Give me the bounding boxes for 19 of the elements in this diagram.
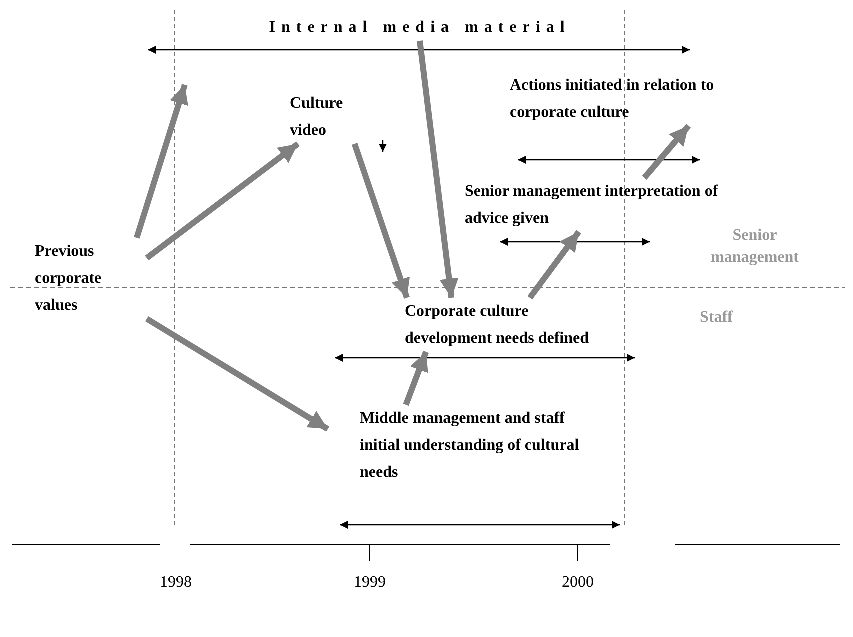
arrow [417,40,459,298]
arrow [352,143,410,299]
year-label: 2000 [561,573,595,593]
year-label: 1998 [159,573,193,593]
arrow [145,316,330,432]
arrow [403,350,429,406]
region-label: Staff [700,308,734,328]
node-text: Corporate culture development needs defined [405,298,617,352]
arrow [528,230,582,300]
arrow [642,124,692,180]
node-text: Internal media material [150,14,690,41]
node-text: Actions initiated in relation to corporate culture [510,72,755,126]
region-label: Senior management [710,226,800,268]
arrow [134,84,188,239]
year-label: 1999 [353,573,387,593]
arrow [145,142,300,261]
node-text: Middle management and staff initial understanding of cultural needs [328,405,580,486]
node-text: Culture video [290,90,372,144]
node-text: Previous corporate values [35,238,147,319]
